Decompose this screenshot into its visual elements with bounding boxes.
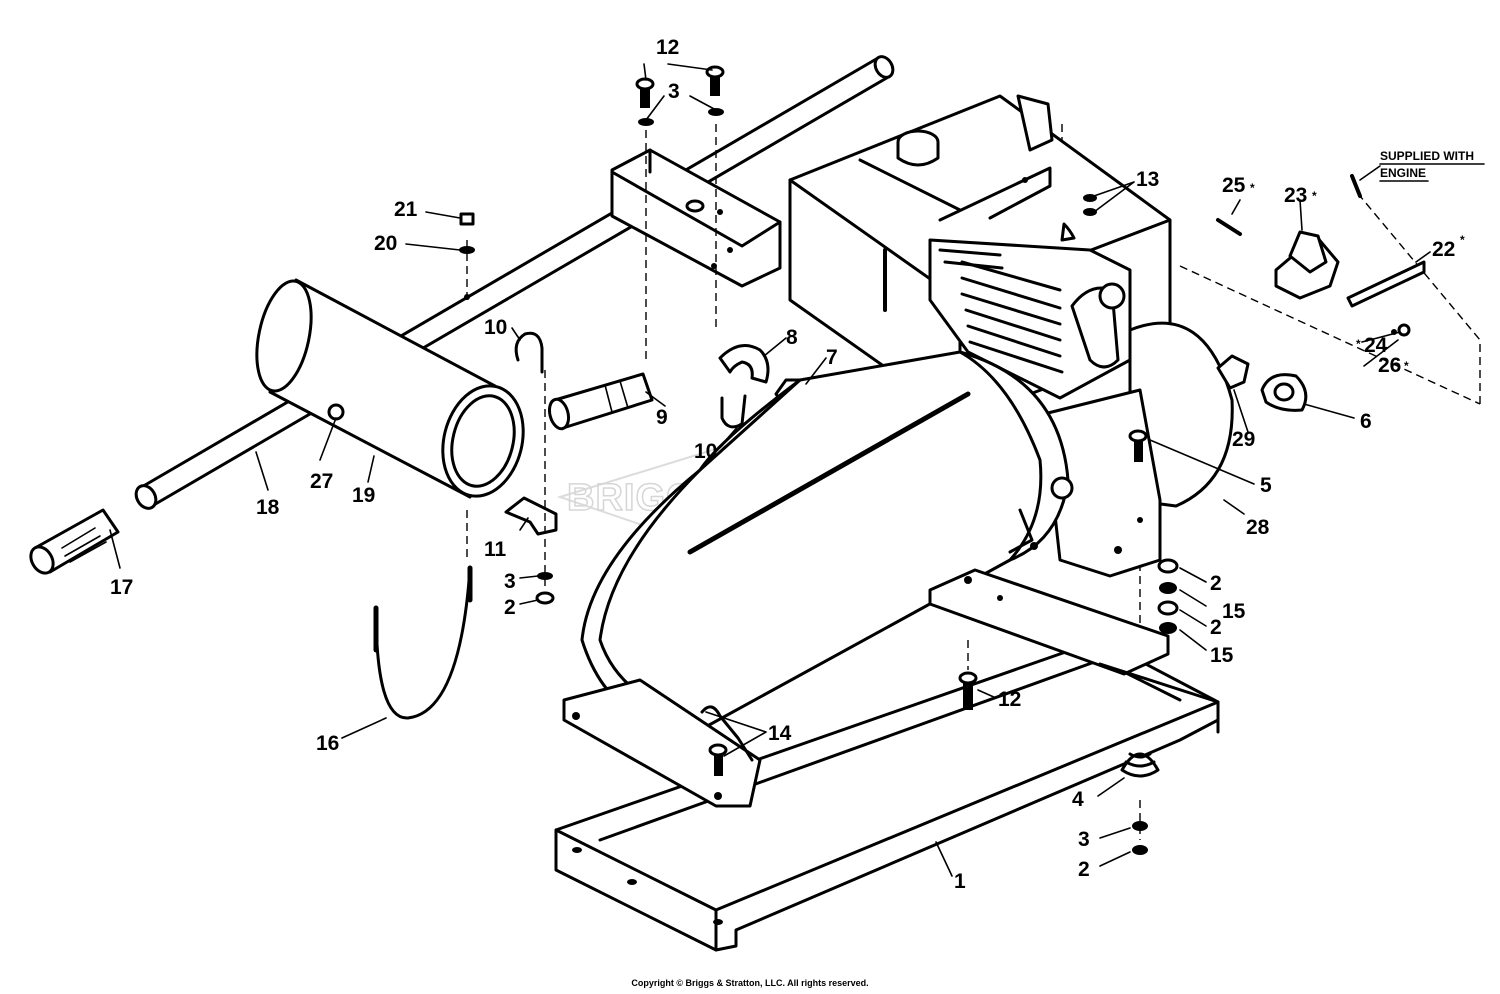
relay-assembly [1179,174,1481,405]
callout-12: 12 [998,688,1021,711]
callout-20: 20 [374,232,397,255]
base-frame [554,568,1220,952]
callout-3: 3 [668,80,680,103]
washer-3-left [537,572,553,580]
washer-stack [1157,558,1179,634]
receptacle-6 [1260,373,1308,412]
callout-8: 8 [786,326,798,349]
callout-25: 25 [1222,174,1246,197]
callout-3: 3 [1078,828,1090,851]
callout-2: 2 [504,596,516,619]
u-bolt-lower [720,394,747,429]
bolt-5 [1134,436,1143,462]
callout-27: 27 [310,470,333,493]
callout-4: 4 [1072,788,1084,811]
bolt-14 [714,750,723,776]
callout-18: 18 [256,496,280,519]
callout-13: 13 [1136,168,1159,191]
callout-21: 21 [394,198,418,221]
callout-12: 12 [656,36,679,59]
callout-22: 22 [1432,238,1455,261]
note-line-1: SUPPLIED WITH [1380,149,1474,163]
note-line-2: ENGINE [1380,166,1426,180]
callout-15: 15 [1222,600,1246,623]
callout-9: 9 [656,406,668,429]
vibration-mount [1120,752,1160,855]
muffler-clamp [504,496,558,536]
asterisk-23: * [1312,189,1317,203]
callout-10: 10 [484,316,507,339]
leader-lines [109,63,1431,877]
callout-29: 29 [1232,428,1255,451]
callout-3: 3 [504,570,516,593]
washer-13b [1083,208,1097,216]
callout-7: 7 [826,346,838,369]
ground-cable [374,566,472,720]
washer-20 [459,246,475,254]
callout-2: 2 [1210,616,1222,639]
muffler [255,278,525,499]
callout-11: 11 [484,538,507,561]
top-bracket [610,65,782,288]
callout-6: 6 [1360,410,1372,433]
copyright-notice: Copyright © Briggs & Stratton, LLC. All … [631,978,869,988]
asterisk-26: * [1404,359,1409,373]
callout-2: 2 [1210,572,1222,595]
callout-17: 17 [110,576,133,599]
callout-19: 19 [352,484,375,507]
u-bolt-upper [514,331,544,374]
nut-21 [459,212,475,226]
callout-23: 23 [1284,184,1307,207]
supplied-with-engine-note: SUPPLIED WITH ENGINE [1379,149,1485,182]
asterisk-25: * [1250,181,1255,195]
asterisk-22: * [1460,233,1465,247]
callout-10: 10 [694,440,717,463]
exhaust-elbow [718,344,770,384]
callout-16: 16 [316,732,339,755]
handle-grip [29,508,120,575]
gasket-29 [1216,354,1250,390]
asterisk-24: * [1356,337,1361,351]
callout-1: 1 [954,870,966,893]
callout-28: 28 [1246,516,1270,539]
callout-24: 24 [1364,334,1388,357]
callout-14: 14 [768,722,792,745]
callout-5: 5 [1260,474,1272,497]
bolt-12-lower [963,680,973,710]
exhaust-pipe [547,372,654,431]
nut-2-left [535,591,555,605]
callout-labels: 12 3 21 20 10 8 7 9 10 27 19 18 11 3 2 1… [110,36,1465,893]
callout-2: 2 [1078,858,1090,881]
callout-15: 15 [1210,644,1234,667]
callout-26: 26 [1378,354,1401,377]
